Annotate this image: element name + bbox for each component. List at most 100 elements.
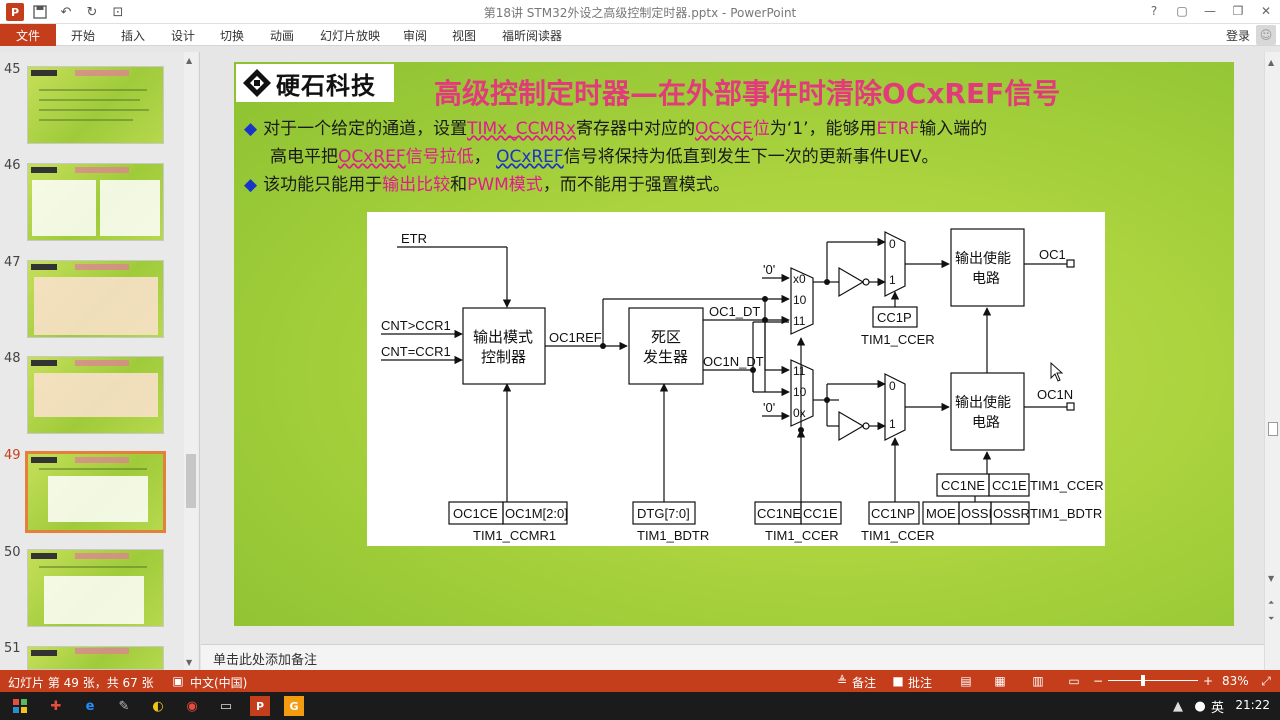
- slide-thumbnail[interactable]: [27, 66, 164, 144]
- slide-scrollbar[interactable]: ▲ ▼ ⏶ ⏷: [1264, 52, 1280, 670]
- tab-slideshow[interactable]: 幻灯片放映: [320, 29, 381, 43]
- scroll-down-icon[interactable]: ▼: [186, 658, 193, 667]
- scroll-up-icon[interactable]: ▲: [186, 56, 193, 65]
- dtg-label: DTG[7:0]: [637, 506, 690, 521]
- browser-icon[interactable]: ◐: [152, 698, 164, 714]
- start-from-beginning-icon[interactable]: ⊡: [112, 4, 124, 20]
- slide-thumbnail[interactable]: [27, 260, 164, 338]
- notes-pane[interactable]: 单击此处添加备注: [201, 644, 1264, 670]
- thumbnail-number: 47: [4, 255, 21, 270]
- logo-mark-icon: [242, 68, 272, 98]
- notes-icon[interactable]: ≜: [836, 674, 848, 688]
- tool-icon[interactable]: ✎: [118, 698, 130, 714]
- scroll-down-icon[interactable]: ▼: [1268, 574, 1275, 583]
- windows-start-icon[interactable]: [10, 696, 30, 716]
- normal-view-icon[interactable]: ▤: [960, 674, 972, 688]
- oc1-dt-label: OC1_DT: [709, 304, 760, 319]
- minimize-icon[interactable]: —: [1204, 4, 1216, 18]
- help-icon[interactable]: ?: [1150, 4, 1158, 18]
- slide-thumbnail[interactable]: [27, 163, 164, 241]
- app-taskbar-icon[interactable]: G: [284, 696, 304, 716]
- zero-input-label: '0': [763, 262, 775, 277]
- tab-foxit-reader[interactable]: 福昕阅读器: [502, 29, 563, 43]
- slide-canvas[interactable]: 硬石科技 高级控制定时器—在外部事件时清除OCxREF信号 ◆对于一个给定的通道…: [234, 62, 1234, 626]
- zoom-level[interactable]: 83%: [1222, 674, 1249, 688]
- save-icon[interactable]: [30, 2, 50, 22]
- user-avatar-icon[interactable]: ☺: [1256, 25, 1276, 45]
- slide-thumbnail[interactable]: [27, 356, 164, 434]
- oc1ref-label: OC1REF: [549, 330, 602, 345]
- slide-thumbnail[interactable]: [27, 646, 164, 670]
- zoom-slider-thumb[interactable]: [1141, 675, 1146, 686]
- comments-icon[interactable]: ■: [892, 674, 904, 688]
- thumbnail-scrollbar[interactable]: ▲ ▼: [184, 52, 198, 670]
- output-enable-label-1: 输出使能: [955, 394, 1011, 410]
- slideshow-icon[interactable]: ▭: [1068, 674, 1080, 688]
- sign-in-link[interactable]: 登录: [1225, 29, 1250, 43]
- mux-bottom-input: 10: [793, 385, 807, 399]
- zoom-in-icon[interactable]: +: [1202, 674, 1214, 688]
- tab-animations[interactable]: 动画: [270, 29, 295, 43]
- oc1m-label: OC1M[2:0]: [505, 506, 568, 521]
- app-icon[interactable]: ✚: [50, 698, 62, 714]
- scroll-up-icon[interactable]: ▲: [1268, 58, 1275, 67]
- notes-button[interactable]: 备注: [852, 676, 877, 690]
- spellcheck-icon[interactable]: ▣: [172, 674, 184, 688]
- controller-label-2: 控制器: [481, 349, 526, 366]
- comments-button[interactable]: 批注: [908, 676, 933, 690]
- powerpoint-taskbar-icon[interactable]: P: [250, 696, 270, 716]
- title-bar: P ↶ ↻ ⊡ 第18讲 STM32外设之高级控制定时器.pptx - Powe…: [0, 0, 1280, 24]
- slide-thumbnail-selected[interactable]: [25, 451, 166, 533]
- tray-status-icon[interactable]: ●: [1194, 698, 1206, 714]
- tab-design[interactable]: 设计: [171, 29, 196, 43]
- undo-icon[interactable]: ↶: [60, 4, 72, 20]
- reading-view-icon[interactable]: ▥: [1032, 674, 1044, 688]
- thumbnail-number: 48: [4, 351, 21, 366]
- tray-arrow-icon[interactable]: ▲: [1173, 698, 1183, 714]
- select-mux-input: 1: [889, 273, 896, 287]
- system-clock[interactable]: 21:22: [1235, 698, 1270, 712]
- tab-file[interactable]: 文件: [0, 24, 56, 46]
- tim1-ccer-label: TIM1_CCER: [1030, 478, 1104, 493]
- tim1-ccer-label: TIM1_CCER: [765, 528, 839, 543]
- etr-label: ETR: [401, 231, 427, 246]
- bullet-paragraph-1: ◆对于一个给定的通道，设置TIMx_CCMRx寄存器中对应的OCxCE位为‘1’…: [244, 119, 988, 139]
- slide-sorter-icon[interactable]: ▦: [994, 674, 1006, 688]
- tab-review[interactable]: 审阅: [403, 29, 428, 43]
- window-controls: ? ▢ — ❐ ✕: [1140, 0, 1280, 22]
- tab-home[interactable]: 开始: [71, 29, 96, 43]
- previous-slide-icon[interactable]: ⏶: [1268, 598, 1275, 607]
- tab-view[interactable]: 视图: [452, 29, 477, 43]
- redo-icon[interactable]: ↻: [86, 4, 98, 20]
- file-explorer-icon[interactable]: ▭: [219, 698, 233, 714]
- zoom-out-icon[interactable]: −: [1092, 674, 1104, 688]
- ossr-label: OSSR: [993, 506, 1030, 521]
- thumbnail-number: 49: [4, 448, 21, 463]
- restore-icon[interactable]: ❐: [1232, 4, 1244, 18]
- slide-thumbnail[interactable]: [27, 549, 164, 627]
- fit-slide-icon[interactable]: ⤢: [1261, 673, 1271, 688]
- chrome-icon[interactable]: ◉: [186, 698, 198, 714]
- oc1-output-label: OC1: [1039, 247, 1066, 262]
- tim1-ccer-label: TIM1_CCER: [861, 332, 935, 347]
- next-slide-icon[interactable]: ⏷: [1268, 614, 1275, 623]
- cc1ne-label: CC1NE: [757, 506, 801, 521]
- select-mux-input: 1: [889, 417, 896, 431]
- language-indicator[interactable]: 中文(中国): [190, 676, 248, 690]
- ribbon-display-icon[interactable]: ▢: [1176, 4, 1188, 18]
- scrollbar-thumb[interactable]: [186, 454, 196, 508]
- status-bar: 幻灯片 第 49 张，共 67 张 ▣ 中文(中国) ≜ 备注 ■ 批注 ▤ ▦…: [0, 670, 1280, 692]
- ossi-label: OSSI: [961, 506, 992, 521]
- windows-taskbar: ✚ e ✎ ◐ ◉ ▭ P G ▲ ● 英 21:22: [0, 692, 1280, 720]
- tab-transitions[interactable]: 切换: [220, 29, 245, 43]
- tab-insert[interactable]: 插入: [121, 29, 146, 43]
- mux-top-input: 11: [793, 314, 806, 328]
- notes-placeholder[interactable]: 单击此处添加备注: [213, 653, 318, 668]
- close-icon[interactable]: ✕: [1260, 4, 1272, 18]
- input-method-indicator[interactable]: 英: [1210, 701, 1224, 716]
- internet-explorer-icon[interactable]: e: [85, 698, 95, 714]
- cc1p-label: CC1P: [877, 310, 912, 325]
- scrollbar-thumb[interactable]: [1268, 422, 1278, 436]
- company-logo: 硬石科技: [236, 64, 394, 102]
- zoom-slider[interactable]: [1108, 680, 1198, 681]
